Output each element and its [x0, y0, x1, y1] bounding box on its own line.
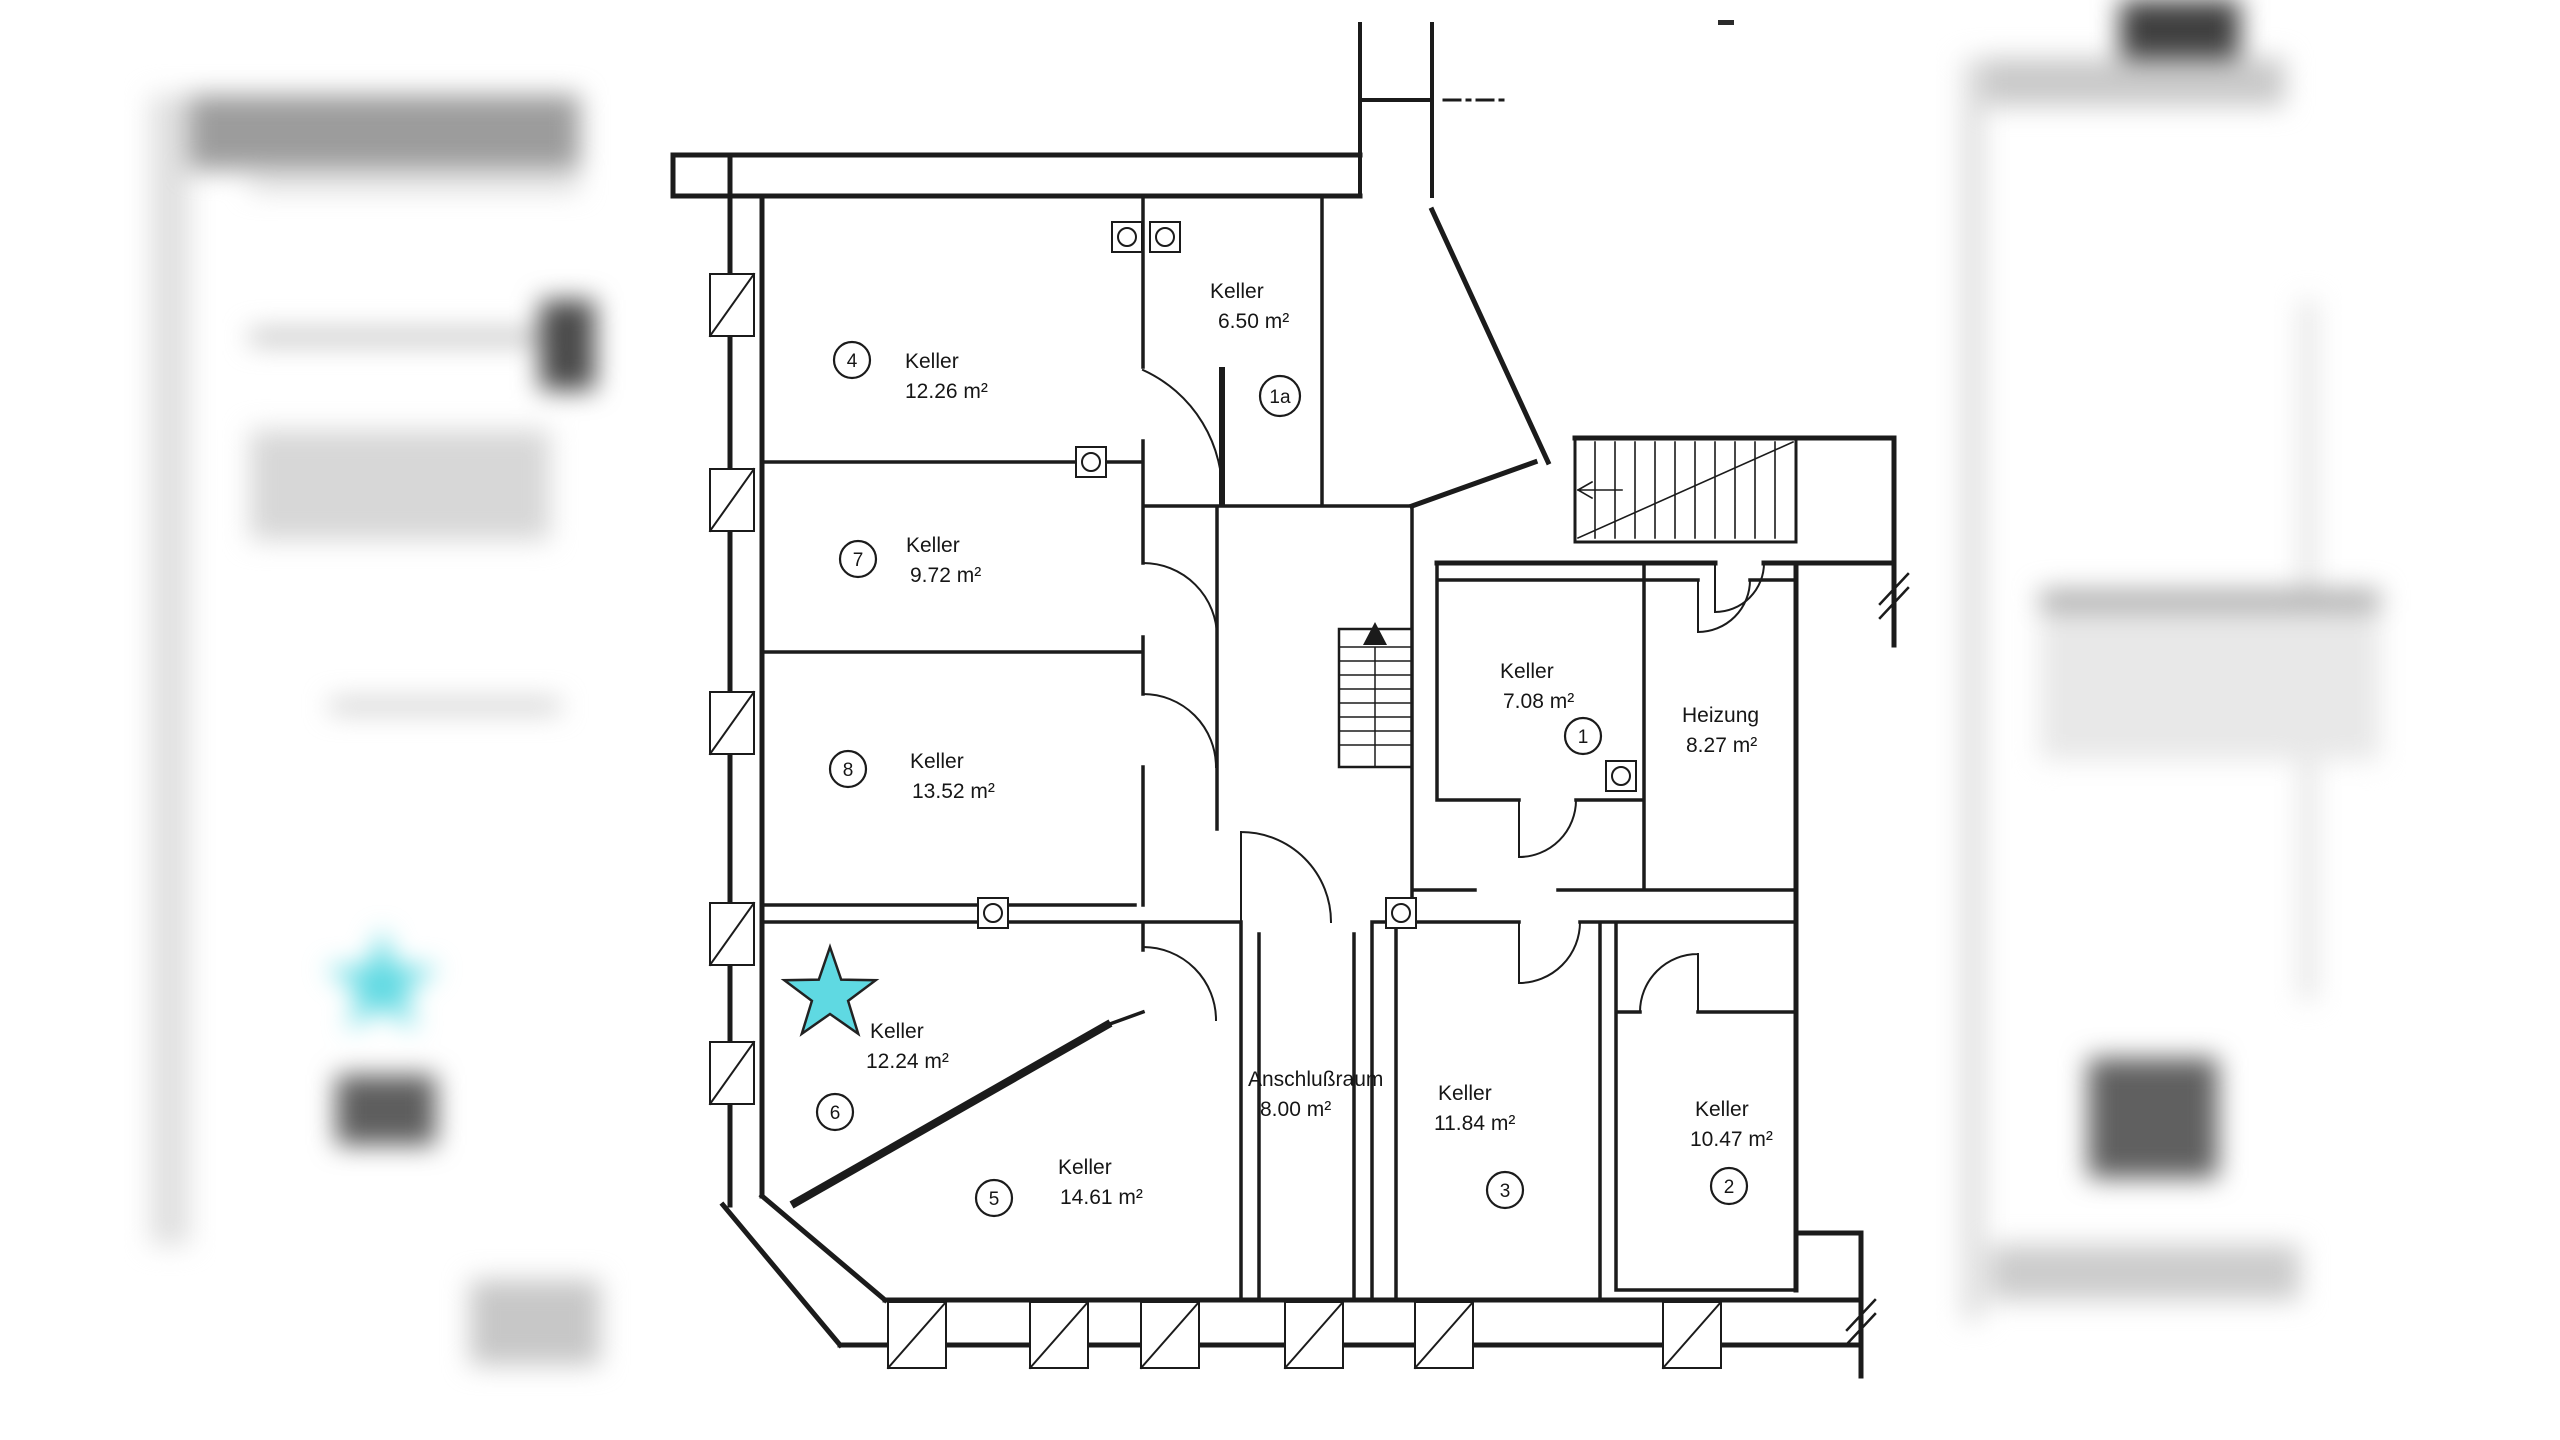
room-3-number-circle: [1485, 1170, 1525, 1210]
room-6-area: 12.24 m²: [866, 1050, 949, 1073]
room-7-area: 9.72 m²: [910, 564, 981, 587]
room-6-name: Keller: [870, 1020, 924, 1043]
room-6-number: 6: [830, 1103, 841, 1124]
room-anschlussraum: Anschlußraum 8.00 m²: [1248, 1068, 1383, 1121]
room-1a-number-circle: [1258, 374, 1302, 418]
room-1-number-circle: [1563, 716, 1603, 756]
room-7: 7 Keller 9.72 m²: [838, 534, 981, 587]
room-3-area: 11.84 m²: [1434, 1112, 1515, 1135]
diagonal-partition: [789, 1019, 1113, 1209]
room-1a: Keller 6.50 m² 1a: [1210, 280, 1302, 418]
heizung-name: Heizung: [1682, 704, 1759, 727]
star-marker: [780, 943, 880, 1037]
staircase-upper: [1573, 436, 1798, 544]
room-5-number-circle: [974, 1178, 1014, 1218]
room-7-name: Keller: [906, 534, 960, 557]
room-1-area: 7.08 m²: [1503, 690, 1574, 713]
bottom-wall-windows: [886, 1300, 1723, 1370]
scan-artifact: [1718, 20, 1734, 25]
left-wall-windows: [708, 272, 756, 1106]
room-heizung: Heizung 8.27 m²: [1682, 704, 1759, 757]
room-3-number: 3: [1500, 1181, 1511, 1202]
room-2-number: 2: [1724, 1177, 1735, 1198]
room-5-name: Keller: [1058, 1156, 1112, 1179]
room-1a-area: 6.50 m²: [1218, 310, 1289, 333]
room-4-name: Keller: [905, 350, 959, 373]
room-8-number: 8: [843, 760, 854, 781]
break-marks: [1845, 572, 1910, 1346]
room-7-number: 7: [853, 550, 864, 571]
stairs-direction-arrow: [1363, 622, 1387, 645]
room-4-area: 12.26 m²: [905, 380, 988, 403]
chimney-shaft: [1358, 22, 1434, 198]
room-2-name: Keller: [1695, 1098, 1749, 1121]
staircase-central: [1337, 622, 1414, 769]
room-1-number: 1: [1578, 727, 1589, 748]
room-1a-number: 1a: [1269, 387, 1291, 408]
door-swings: [1141, 367, 1766, 1022]
heizung-area: 8.27 m²: [1686, 734, 1757, 757]
room-2-area: 10.47 m²: [1690, 1128, 1773, 1151]
room-5-area: 14.61 m²: [1060, 1186, 1143, 1209]
room-3: Keller 11.84 m² 3: [1434, 1082, 1525, 1210]
fixture-symbols: [977, 221, 1637, 929]
room-4: 4 Keller 12.26 m²: [832, 340, 988, 403]
room-4-number: 4: [847, 351, 858, 372]
room-6: Keller 12.24 m² 6: [815, 1020, 949, 1132]
anschlussraum-area: 8.00 m²: [1260, 1098, 1331, 1121]
room-8: 8 Keller 13.52 m²: [828, 749, 995, 803]
room-2-number-circle: [1709, 1166, 1749, 1206]
room-7-number-circle: [838, 539, 878, 579]
room-1-name: Keller: [1500, 660, 1554, 683]
anschlussraum-name: Anschlußraum: [1248, 1068, 1383, 1091]
room-5-number: 5: [989, 1189, 1000, 1210]
room-3-name: Keller: [1438, 1082, 1492, 1105]
room-8-name: Keller: [910, 750, 964, 773]
room-6-number-circle: [815, 1092, 855, 1132]
room-8-area: 13.52 m²: [912, 780, 995, 803]
room-4-number-circle: [832, 340, 872, 380]
room-8-number-circle: [828, 749, 868, 789]
room-1: Keller 7.08 m² 1: [1500, 660, 1603, 756]
room-labels: 4 Keller 12.26 m² Keller 6.50 m² 1a 7 Ke…: [815, 280, 1773, 1218]
room-2: Keller 10.47 m² 2: [1690, 1098, 1773, 1206]
room-5: 5 Keller 14.61 m²: [974, 1156, 1143, 1218]
room-1a-name: Keller: [1210, 280, 1264, 303]
